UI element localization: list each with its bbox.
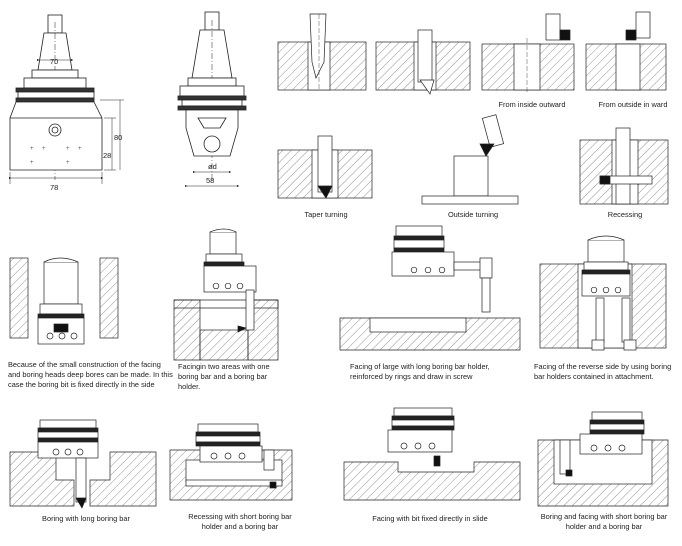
caption-small-construction: Because of the small construction of the… bbox=[8, 360, 173, 389]
caption-outside-turning: Outside turning bbox=[447, 210, 499, 219]
fig-deep-bore bbox=[9, 257, 119, 345]
fig-recessing-short bbox=[169, 423, 293, 501]
dim-right-height: 80 bbox=[114, 133, 122, 142]
section-recessing bbox=[579, 127, 669, 205]
caption-inside-outward: From inside outward bbox=[498, 100, 566, 109]
dim-bottom-width: 78 bbox=[50, 183, 58, 192]
fig-boring-facing-short bbox=[537, 411, 669, 507]
head-side-view bbox=[177, 11, 247, 188]
fig-facing-large bbox=[339, 225, 521, 351]
dim-inner-height: 28 bbox=[103, 151, 111, 160]
caption-facing-large: Facing of large with long boring bar hol… bbox=[350, 362, 490, 381]
svg-text:+: + bbox=[78, 146, 82, 152]
svg-text:+: + bbox=[66, 160, 70, 166]
svg-text:+: + bbox=[30, 160, 34, 166]
dim-bore: ød bbox=[208, 162, 217, 171]
section-outside-turning bbox=[421, 114, 519, 205]
caption-bit-in-slide: Facing with bit fixed directly in slide bbox=[372, 514, 488, 523]
head-front-view: + + + + + + bbox=[8, 14, 124, 184]
caption-boring-facing-short: Boring and facing with short boring bar … bbox=[540, 512, 668, 531]
caption-recessing: Recessing bbox=[607, 210, 643, 219]
dim-side-width: 58 bbox=[206, 176, 214, 185]
caption-reverse-side: Facing of the reverse side by using bori… bbox=[534, 362, 672, 381]
section-inside-outward bbox=[481, 13, 575, 92]
svg-text:+: + bbox=[42, 146, 46, 152]
section-outside-inward bbox=[585, 11, 667, 91]
caption-outside-inward: From outside in ward bbox=[598, 100, 668, 109]
fig-long-bar bbox=[9, 419, 157, 509]
fig-bit-in-slide bbox=[343, 407, 521, 501]
svg-text:+: + bbox=[30, 146, 34, 152]
section-bore-1 bbox=[277, 13, 367, 91]
section-bore-2 bbox=[375, 29, 471, 95]
svg-text:+: + bbox=[66, 146, 70, 152]
fig-two-areas bbox=[173, 228, 279, 361]
caption-recessing-short: Recessing with short boring bar holder a… bbox=[188, 512, 292, 531]
dim-top-width: 70 bbox=[50, 57, 58, 66]
fig-reverse-side bbox=[539, 235, 667, 351]
caption-taper-turning: Taper turning bbox=[304, 210, 348, 219]
caption-two-areas: Facingin two areas with one boring bar a… bbox=[178, 362, 270, 391]
caption-long-bar: Boring with long boring bar bbox=[42, 514, 130, 523]
section-taper-turning bbox=[277, 135, 373, 199]
